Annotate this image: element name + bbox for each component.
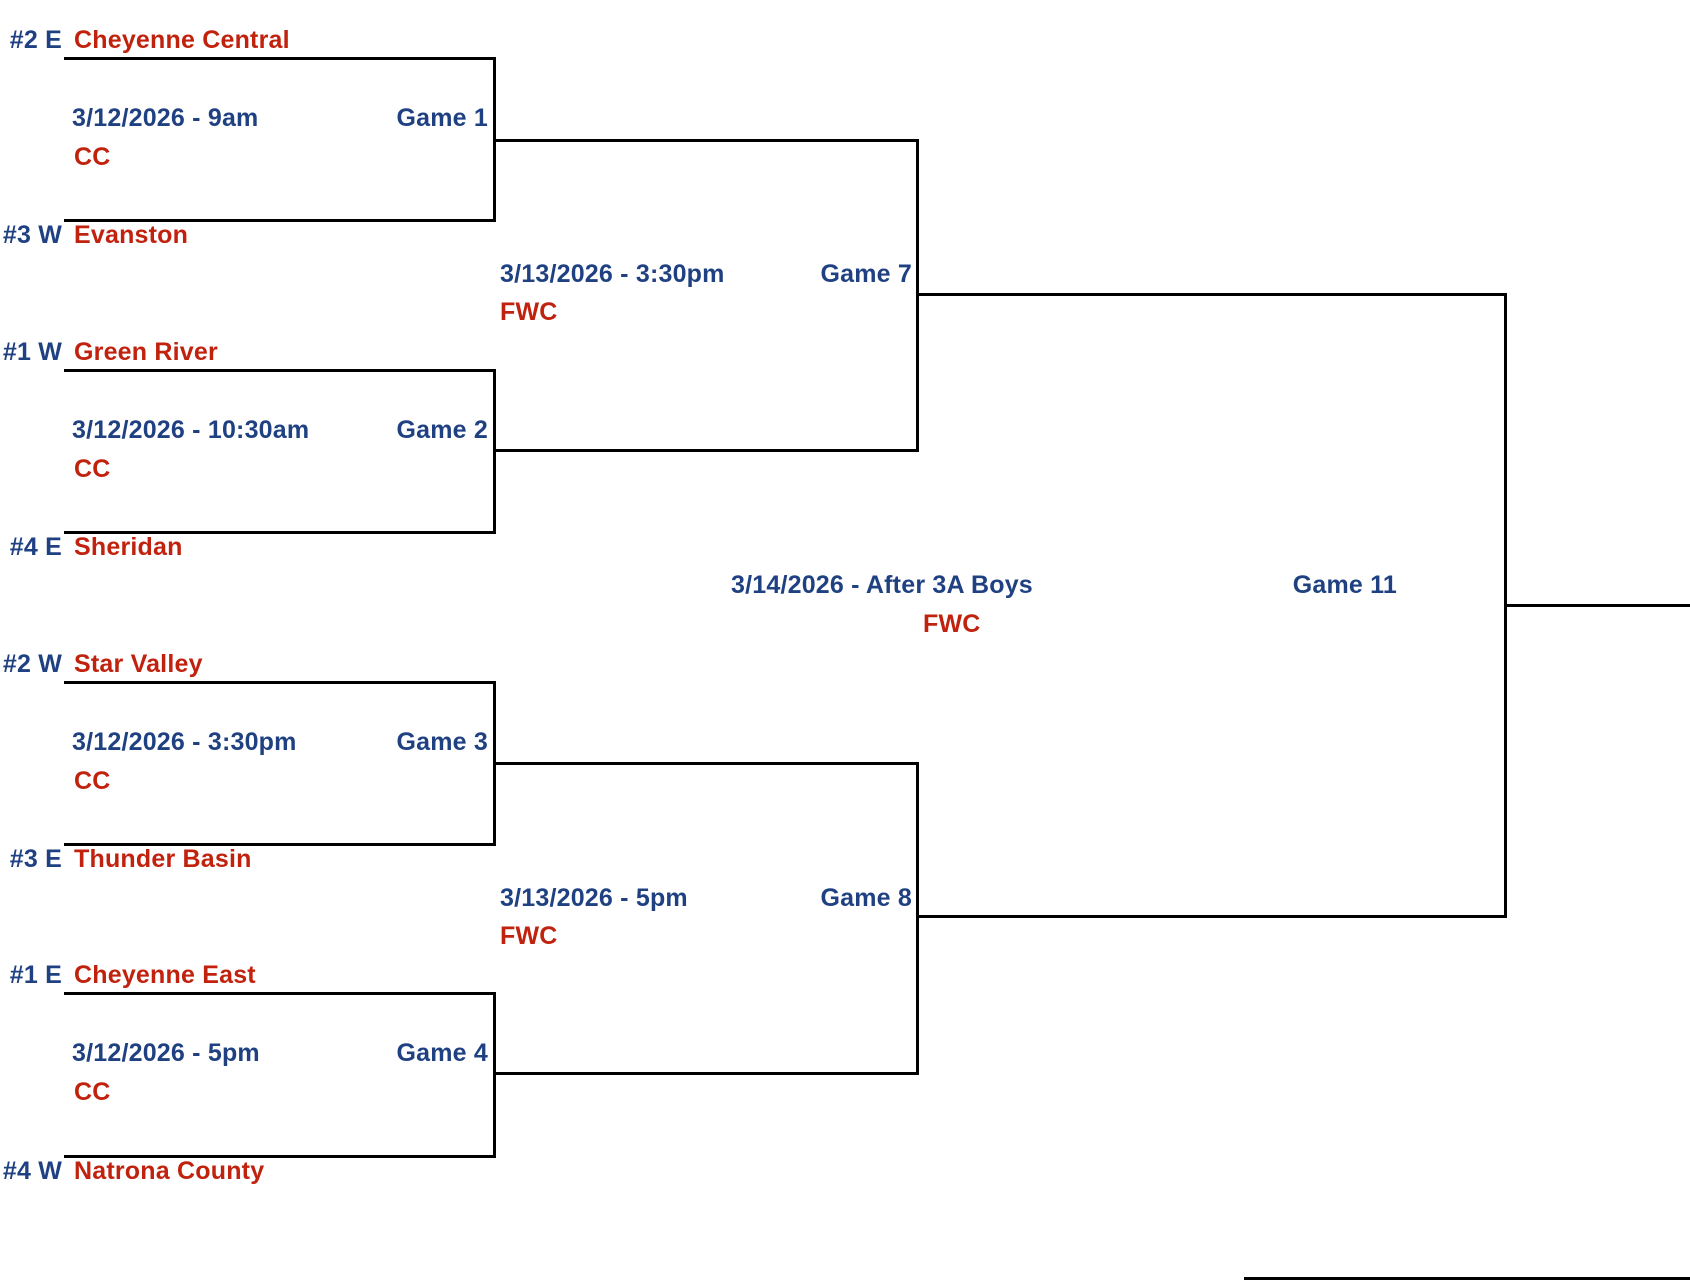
team-name-evanston[interactable]: Evanston: [74, 221, 189, 249]
game-datetime-g4: 3/12/2026 - 5pm: [72, 1039, 260, 1067]
team-name-thunder-basin[interactable]: Thunder Basin: [74, 845, 252, 873]
team-name-sheridan[interactable]: Sheridan: [74, 533, 183, 561]
game-venue-g11: FWC: [923, 610, 981, 638]
game-venue-g2: CC: [74, 455, 111, 483]
game-datetime-g1: 3/12/2026 - 9am: [72, 104, 259, 132]
team-name-green-river[interactable]: Green River: [74, 338, 218, 366]
bracket-line-g2-bottom: [64, 531, 496, 534]
game-label-g1: Game 1: [396, 104, 488, 132]
game-label-g4: Game 4: [396, 1039, 488, 1067]
seed-label-g3-team1: #2 W: [2, 650, 62, 678]
bracket-line-g11-top: [916, 293, 1507, 296]
seed-label-g4-team1: #1 E: [9, 961, 62, 989]
game-venue-g3: CC: [74, 767, 111, 795]
game-label-g11: Game 11: [1292, 571, 1397, 599]
game-label-g8: Game 8: [820, 884, 912, 912]
bracket-line-g2-top: [64, 369, 496, 372]
game-venue-g1: CC: [74, 143, 111, 171]
game-datetime-g2: 3/12/2026 - 10:30am: [72, 416, 310, 444]
bracket-line-g4-bottom: [64, 1155, 496, 1158]
team-name-natrona-county[interactable]: Natrona County: [74, 1157, 265, 1185]
bracket-line-g8-bottom: [493, 1072, 919, 1075]
bracket-connector-g8: [916, 762, 919, 1075]
bracket-line-g11-bottom: [916, 915, 1507, 918]
bracket-line-bottom-edge: [1244, 1277, 1690, 1280]
team-name-cheyenne-east[interactable]: Cheyenne East: [74, 961, 256, 989]
team-name-star-valley[interactable]: Star Valley: [74, 650, 203, 678]
seed-label-g1-team1: #2 E: [9, 26, 62, 54]
game-label-g7: Game 7: [820, 260, 912, 288]
game-datetime-g11: 3/14/2026 - After 3A Boys: [731, 571, 1033, 599]
bracket-line-g3-top: [64, 681, 496, 684]
bracket-line-g3-bottom: [64, 843, 496, 846]
bracket-line-champion-out: [1504, 604, 1690, 607]
seed-label-g1-team2: #3 W: [2, 221, 62, 249]
game-datetime-g8: 3/13/2026 - 5pm: [500, 884, 688, 912]
bracket-line-g8-top: [493, 762, 919, 765]
game-datetime-g7: 3/13/2026 - 3:30pm: [500, 260, 725, 288]
game-label-g3: Game 3: [396, 728, 488, 756]
bracket-line-g7-bottom: [493, 449, 919, 452]
bracket-line-g1-top: [64, 57, 496, 60]
seed-label-g2-team2: #4 E: [9, 533, 62, 561]
team-name-cheyenne-central[interactable]: Cheyenne Central: [74, 26, 290, 54]
game-venue-g7: FWC: [500, 298, 558, 326]
bracket-line-g4-top: [64, 992, 496, 995]
game-datetime-g3: 3/12/2026 - 3:30pm: [72, 728, 297, 756]
game-venue-g4: CC: [74, 1078, 111, 1106]
bracket-line-g7-top: [493, 139, 919, 142]
game-venue-g8: FWC: [500, 922, 558, 950]
bracket-line-g1-bottom: [64, 219, 496, 222]
seed-label-g4-team2: #4 W: [2, 1157, 62, 1185]
seed-label-g2-team1: #1 W: [2, 338, 62, 366]
seed-label-g3-team2: #3 E: [9, 845, 62, 873]
game-label-g2: Game 2: [396, 416, 488, 444]
